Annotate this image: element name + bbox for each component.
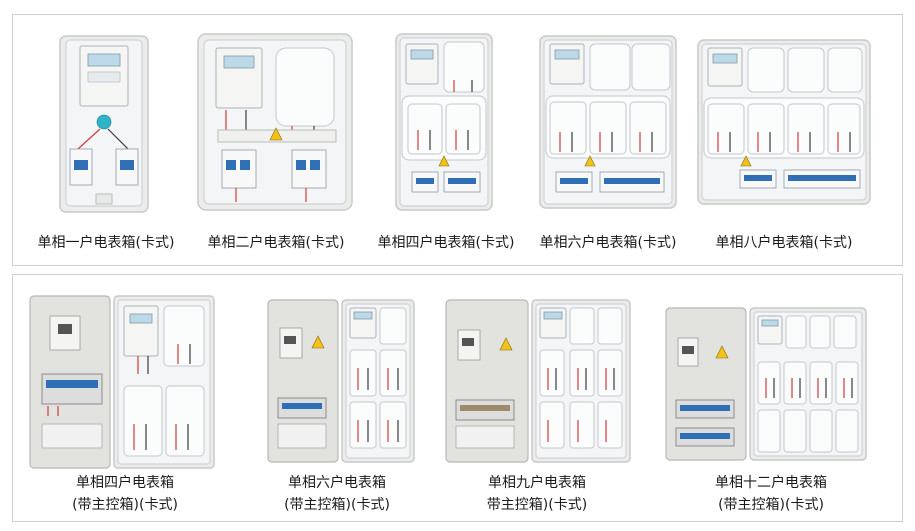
caption-6-households: 单相六户电表箱(卡式) xyxy=(539,235,677,251)
product-image-1-household xyxy=(58,34,150,214)
caption-9-households-main-line2: 带主控箱)(卡式) xyxy=(486,497,588,513)
product-image-4-households-main xyxy=(28,294,218,470)
caption-9-households-main: 单相九户电表箱 带主控箱)(卡式) xyxy=(452,472,622,516)
caption-12-households-main-line2: (带主控箱)(卡式) xyxy=(718,497,824,513)
caption-4-households-main-line1: 单相四户电表箱 xyxy=(76,475,174,491)
caption-2-households: 单相二户电表箱(卡式) xyxy=(207,235,345,251)
caption-4-households-main-line2: (带主控箱)(卡式) xyxy=(72,497,178,513)
product-image-4-households xyxy=(394,32,494,212)
caption-6-households-main-line1: 单相六户电表箱 xyxy=(288,475,386,491)
caption-9-households-main-line1: 单相九户电表箱 xyxy=(488,475,586,491)
product-image-12-households-main xyxy=(664,306,868,462)
product-image-8-households xyxy=(696,38,872,206)
product-image-6-households-main xyxy=(266,298,416,464)
caption-1-household: 单相一户电表箱(卡式) xyxy=(37,235,175,251)
caption-4-households-main: 单相四户电表箱 (带主控箱)(卡式) xyxy=(40,472,210,516)
caption-6-households-main-line2: (带主控箱)(卡式) xyxy=(284,497,390,513)
product-image-2-households xyxy=(196,32,354,212)
caption-4-households: 单相四户电表箱(卡式) xyxy=(377,235,515,251)
caption-8-households: 单相八户电表箱(卡式) xyxy=(715,235,853,251)
caption-6-households-main: 单相六户电表箱 (带主控箱)(卡式) xyxy=(252,472,422,516)
caption-12-households-main-line1: 单相十二户电表箱 xyxy=(715,475,827,491)
product-image-9-households-main xyxy=(444,298,632,464)
product-image-6-households xyxy=(538,34,678,210)
caption-12-households-main: 单相十二户电表箱 (带主控箱)(卡式) xyxy=(686,472,856,516)
